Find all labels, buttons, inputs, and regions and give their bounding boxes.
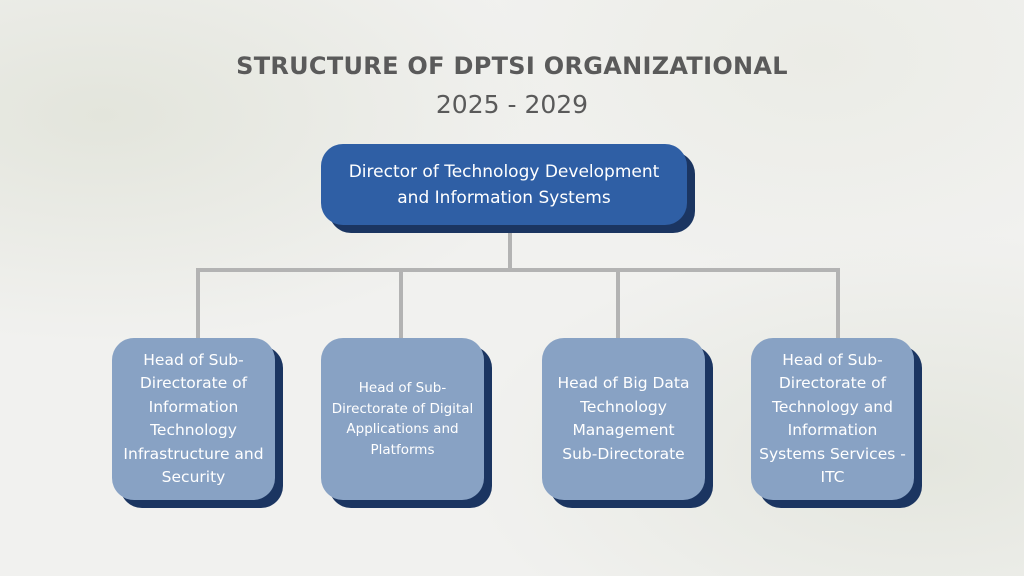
chart-title: STRUCTURE OF DPTSI ORGANIZATIONAL [236,52,788,80]
connector-branch-1 [196,268,200,340]
director-node: Director of Technology Development and I… [321,144,687,225]
connector-branch-4 [836,268,840,340]
connector-branch-3 [616,268,620,340]
unit-node-infrastructure-security: Head of Sub-Directorate of Information T… [112,338,275,500]
unit-node-digital-applications: Head of Sub-Directorate of Digital Appli… [321,338,484,500]
connector-branch-2 [399,268,403,340]
connector-trunk [508,225,512,272]
chart-subtitle: 2025 - 2029 [435,90,589,119]
unit-node-big-data: Head of Big Data Technology Management S… [542,338,705,500]
unit-node-its-services-itc: Head of Sub-Directorate of Technology an… [751,338,914,500]
connector-horizontal [196,268,840,272]
